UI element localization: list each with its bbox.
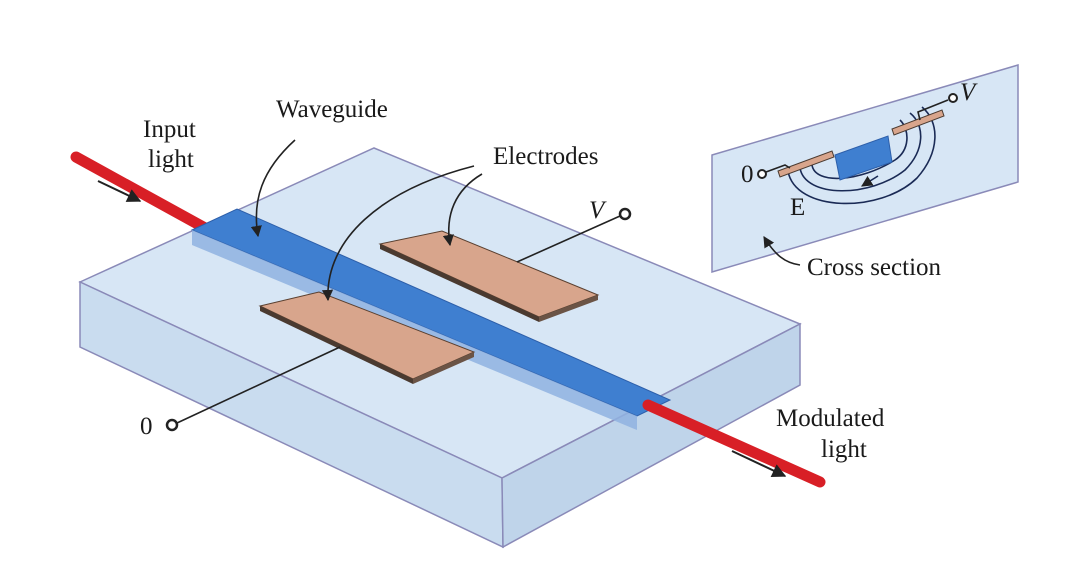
cross-section-ground-wire bbox=[765, 164, 791, 173]
electrodes-label: Electrodes bbox=[493, 143, 599, 170]
electrodes-leader-front bbox=[321, 165, 475, 302]
waveguide-leader bbox=[250, 139, 296, 238]
output-direction-arrow bbox=[731, 450, 787, 477]
modulated-light-label-line2: light bbox=[821, 436, 867, 463]
input-direction-arrow bbox=[97, 180, 142, 202]
cross-section-voltage-terminal bbox=[948, 93, 958, 103]
field-label: E bbox=[790, 194, 805, 221]
modulator-device: Input light Waveguide Electrodes V 0 Mod… bbox=[70, 96, 885, 549]
cross-section-ground-label: 0 bbox=[741, 161, 754, 188]
cross-section-electrode-left bbox=[777, 150, 835, 178]
voltage-label: V bbox=[589, 197, 607, 224]
cross-section-voltage-label: V bbox=[960, 79, 978, 106]
electrode-front bbox=[258, 291, 476, 384]
ground-label: 0 bbox=[140, 413, 153, 440]
electrode-back bbox=[378, 230, 600, 322]
ground-terminal bbox=[165, 418, 179, 432]
input-light-label-line2: light bbox=[148, 146, 194, 173]
field-arrow bbox=[861, 175, 879, 187]
cross-section-label: Cross section bbox=[807, 254, 942, 281]
electrodes-leader-back bbox=[442, 173, 483, 247]
input-light-label-line1: Input bbox=[143, 116, 196, 143]
ground-wire bbox=[176, 346, 341, 424]
voltage-wire bbox=[516, 215, 621, 263]
cross-section-leader bbox=[763, 236, 801, 266]
waveguide-label: Waveguide bbox=[276, 96, 388, 123]
substrate-side bbox=[501, 322, 801, 549]
cross-section-inset: 0 V E Cross section bbox=[711, 63, 1019, 281]
output-fiber bbox=[642, 399, 826, 488]
modulated-light-label-line1: Modulated bbox=[776, 405, 885, 432]
voltage-terminal bbox=[618, 207, 632, 221]
cross-section-ground-terminal bbox=[757, 169, 767, 179]
cross-section-waveguide bbox=[834, 135, 893, 181]
cross-section-voltage-wire bbox=[917, 99, 949, 121]
cross-section-electrode-right bbox=[891, 109, 945, 136]
